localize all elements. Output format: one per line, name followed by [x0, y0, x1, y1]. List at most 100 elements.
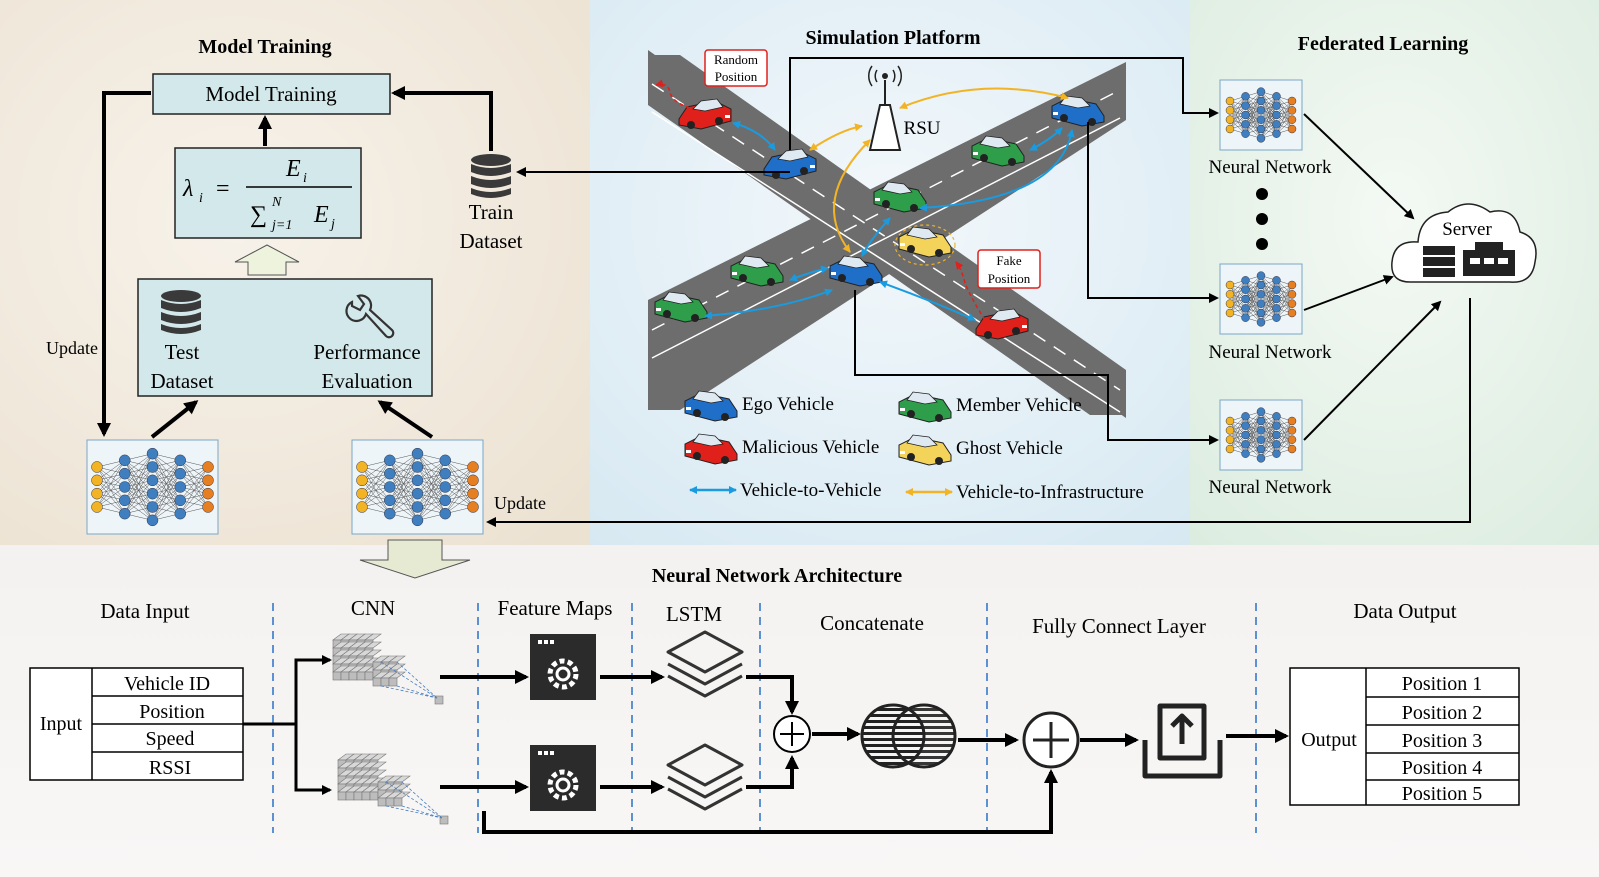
legend-malicious-icon: [684, 433, 738, 465]
database-icon: [161, 290, 201, 334]
output-label: Output: [1301, 729, 1357, 751]
ellipsis-dot-2: [1256, 213, 1268, 225]
legend-malicious: Malicious Vehicle: [742, 437, 879, 458]
formula-den-sum: ∑: [250, 202, 267, 228]
stage-data-output: Data Output: [1353, 599, 1456, 623]
performance-line1: Performance: [313, 340, 420, 364]
cnn-block-bottom: [337, 753, 449, 825]
input-row-vehicle-id: Vehicle ID: [124, 673, 210, 695]
fake-position-line1: Fake: [996, 253, 1022, 268]
ellipsis-dot-3: [1256, 238, 1268, 250]
weight-formula-box: [174, 147, 362, 239]
update-bottom-label: Update: [494, 493, 546, 513]
performance-line2: Evaluation: [322, 369, 413, 393]
legend-ego-icon: [684, 390, 738, 422]
v2i-links: [809, 87, 1069, 253]
legend-member-icon: [898, 391, 952, 423]
fully-connect-icon: [1142, 703, 1223, 779]
rsu-label: RSU: [904, 118, 941, 139]
title-architecture: Neural Network Architecture: [652, 565, 902, 587]
fl-network-3-label: Neural Network: [1209, 477, 1332, 498]
model-training-box: [152, 73, 391, 115]
wrench-icon: [345, 294, 395, 339]
legend-v2i: Vehicle-to-Infrastructure: [956, 482, 1144, 503]
global-network-icon: [351, 439, 484, 535]
random-position-callout: Random Position: [704, 49, 768, 87]
title-model-training: Model Training: [198, 36, 331, 58]
stage-data-input: Data Input: [100, 599, 189, 623]
train-dataset-line1: Train: [469, 200, 514, 224]
input-label: Input: [40, 713, 83, 735]
legend-ego: Ego Vehicle: [742, 394, 834, 415]
input-row-position: Position: [139, 701, 205, 723]
output-row-4: Position 4: [1402, 757, 1483, 779]
local-network-icon: [86, 439, 219, 535]
server-cloud-icon: [1391, 203, 1537, 283]
fc-plus-icon: [1022, 711, 1080, 769]
random-position-line2: Position: [715, 69, 758, 84]
feature-map-top-icon: [530, 634, 596, 700]
model-training-box-label: Model Training: [205, 82, 337, 106]
stage-cnn: CNN: [351, 596, 395, 620]
stage-concatenate: Concatenate: [820, 611, 924, 635]
concatenate-icon: [860, 703, 957, 769]
ellipsis-dot-1: [1256, 188, 1268, 200]
server-label: Server: [1442, 219, 1492, 240]
formula-num: E: [285, 156, 301, 182]
title-federated: Federated Learning: [1298, 33, 1469, 55]
formula-eq: =: [216, 176, 230, 202]
formula-lhs: λ: [182, 176, 193, 202]
legend: Ego Vehicle Member Vehicle Malicious Veh…: [684, 390, 1144, 503]
fl-network-2-label: Neural Network: [1209, 342, 1332, 363]
test-dataset-line2: Dataset: [151, 369, 214, 393]
ghost-vehicle: [898, 226, 952, 258]
fake-position-callout: Fake Position: [977, 249, 1041, 289]
formula-num-sub: i: [303, 171, 307, 186]
stage-lstm: LSTM: [666, 602, 722, 626]
fl-network-1-icon: [1219, 79, 1303, 151]
malicious-trajectory-1: [655, 79, 691, 109]
hollow-down-arrow: [359, 539, 471, 579]
member-vehicle-2: [873, 181, 927, 213]
lstm-bottom-icon: [666, 743, 744, 811]
update-left-label: Update: [46, 338, 98, 358]
hollow-up-arrow: [234, 244, 300, 276]
cnn-block-top: [332, 633, 444, 705]
input-row-speed: Speed: [146, 728, 195, 750]
rsu-tower-icon: [868, 65, 902, 151]
legend-member: Member Vehicle: [956, 395, 1082, 416]
feature-map-bottom-icon: [530, 745, 596, 811]
v2v-links: [704, 120, 1075, 321]
output-row-1: Position 1: [1402, 673, 1483, 695]
weight-formula: λ i = E i ∑ N j=1 E j: [182, 156, 352, 233]
output-row-3: Position 3: [1402, 730, 1483, 752]
ghost-halo: [894, 224, 956, 266]
ego-vehicle-3: [829, 255, 883, 287]
input-row-rssi: RSSI: [149, 757, 191, 779]
output-row-2: Position 2: [1402, 702, 1483, 724]
output-row-5: Position 5: [1402, 783, 1483, 805]
malicious-trajectory-2: [955, 261, 986, 321]
concat-plus-icon: [773, 715, 811, 753]
formula-den-sub: j=1: [270, 218, 292, 233]
legend-ghost: Ghost Vehicle: [956, 438, 1063, 459]
stage-dividers: [272, 603, 1257, 833]
fl-network-1-label: Neural Network: [1209, 157, 1332, 178]
malicious-vehicle-2: [975, 308, 1029, 340]
title-simulation: Simulation Platform: [806, 27, 981, 49]
legend-ghost-icon: [898, 434, 952, 466]
stage-feature-maps: Feature Maps: [498, 596, 613, 620]
member-vehicle-3: [730, 255, 784, 287]
malicious-vehicle-1: [678, 98, 732, 130]
test-dataset-line1: Test: [165, 340, 200, 364]
fake-position-line2: Position: [988, 271, 1031, 286]
train-dataset-line2: Dataset: [460, 229, 523, 253]
train-database-icon: [471, 154, 511, 198]
formula-den-sup: N: [271, 195, 282, 210]
formula-den-e: E: [313, 202, 329, 228]
output-table: Output Position 1 Position 2 Position 3 …: [1289, 667, 1520, 806]
member-vehicle-4: [654, 291, 708, 323]
formula-den-e-sub: j: [329, 217, 335, 232]
random-position-line1: Random: [714, 52, 758, 67]
